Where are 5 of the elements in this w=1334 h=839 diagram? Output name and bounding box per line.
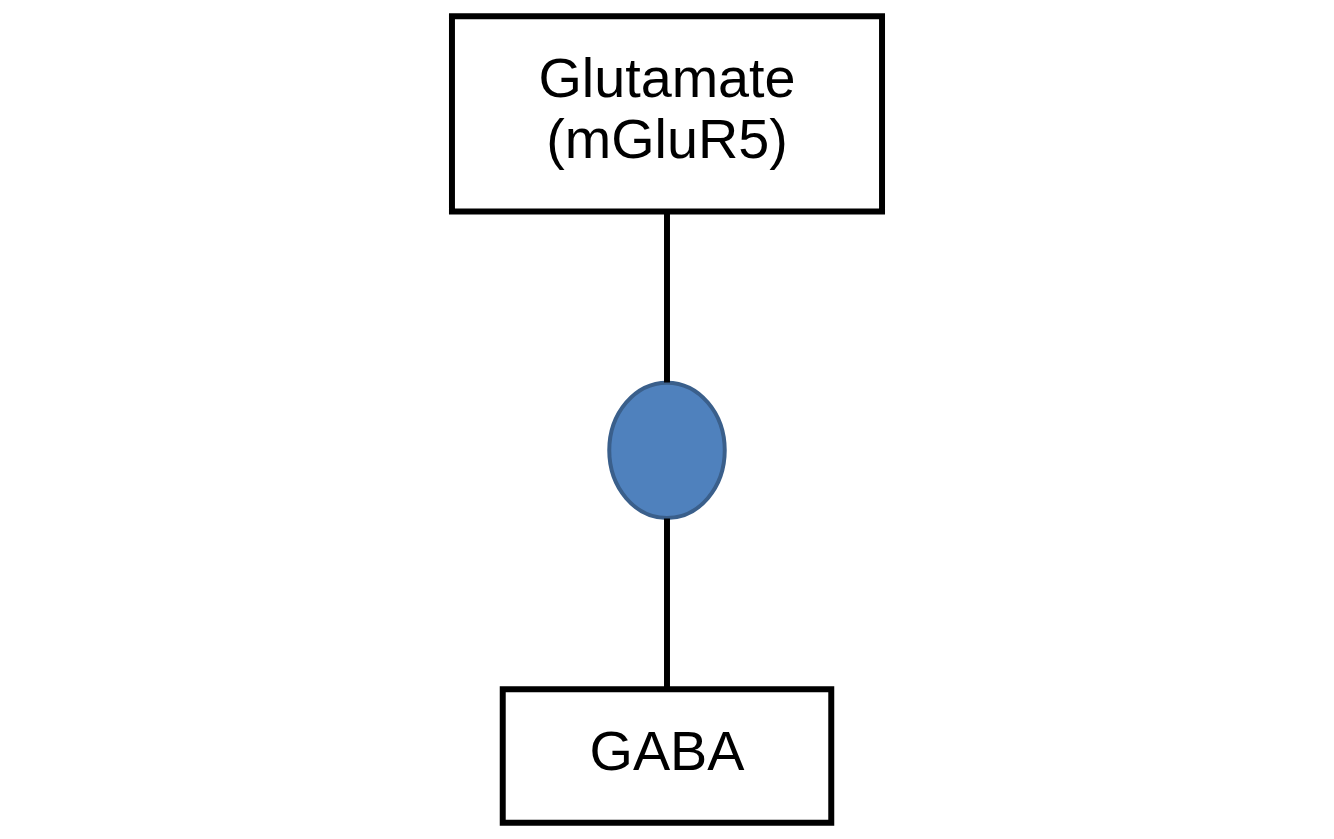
connector (664, 518, 670, 689)
node-box: Glutamate (mGluR5) (448, 13, 886, 215)
node-circle (607, 380, 727, 521)
connector (664, 212, 670, 383)
node-box: GABA (499, 686, 835, 826)
